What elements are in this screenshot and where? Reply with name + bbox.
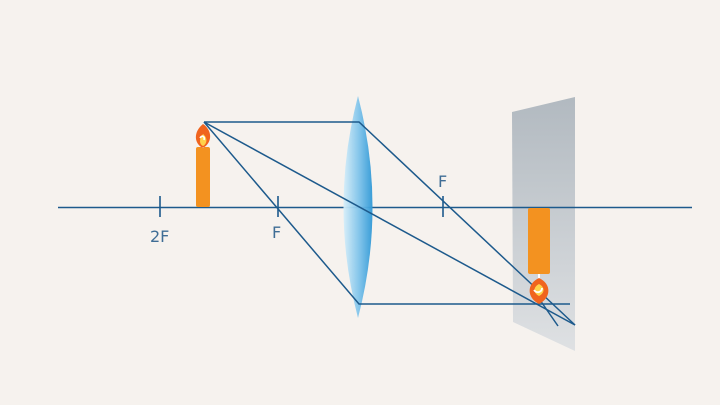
ray-focal [203, 121, 570, 305]
light-rays [203, 121, 576, 327]
label-f-right: F [438, 172, 447, 191]
label-2f-left: 2F [150, 227, 169, 246]
candle-icon [195, 124, 211, 207]
inverted-candle-icon [528, 208, 550, 304]
ray-center [203, 121, 576, 326]
ray-extension [539, 299, 559, 327]
ray-parallel [204, 121, 576, 326]
label-f-left: F [272, 223, 281, 242]
